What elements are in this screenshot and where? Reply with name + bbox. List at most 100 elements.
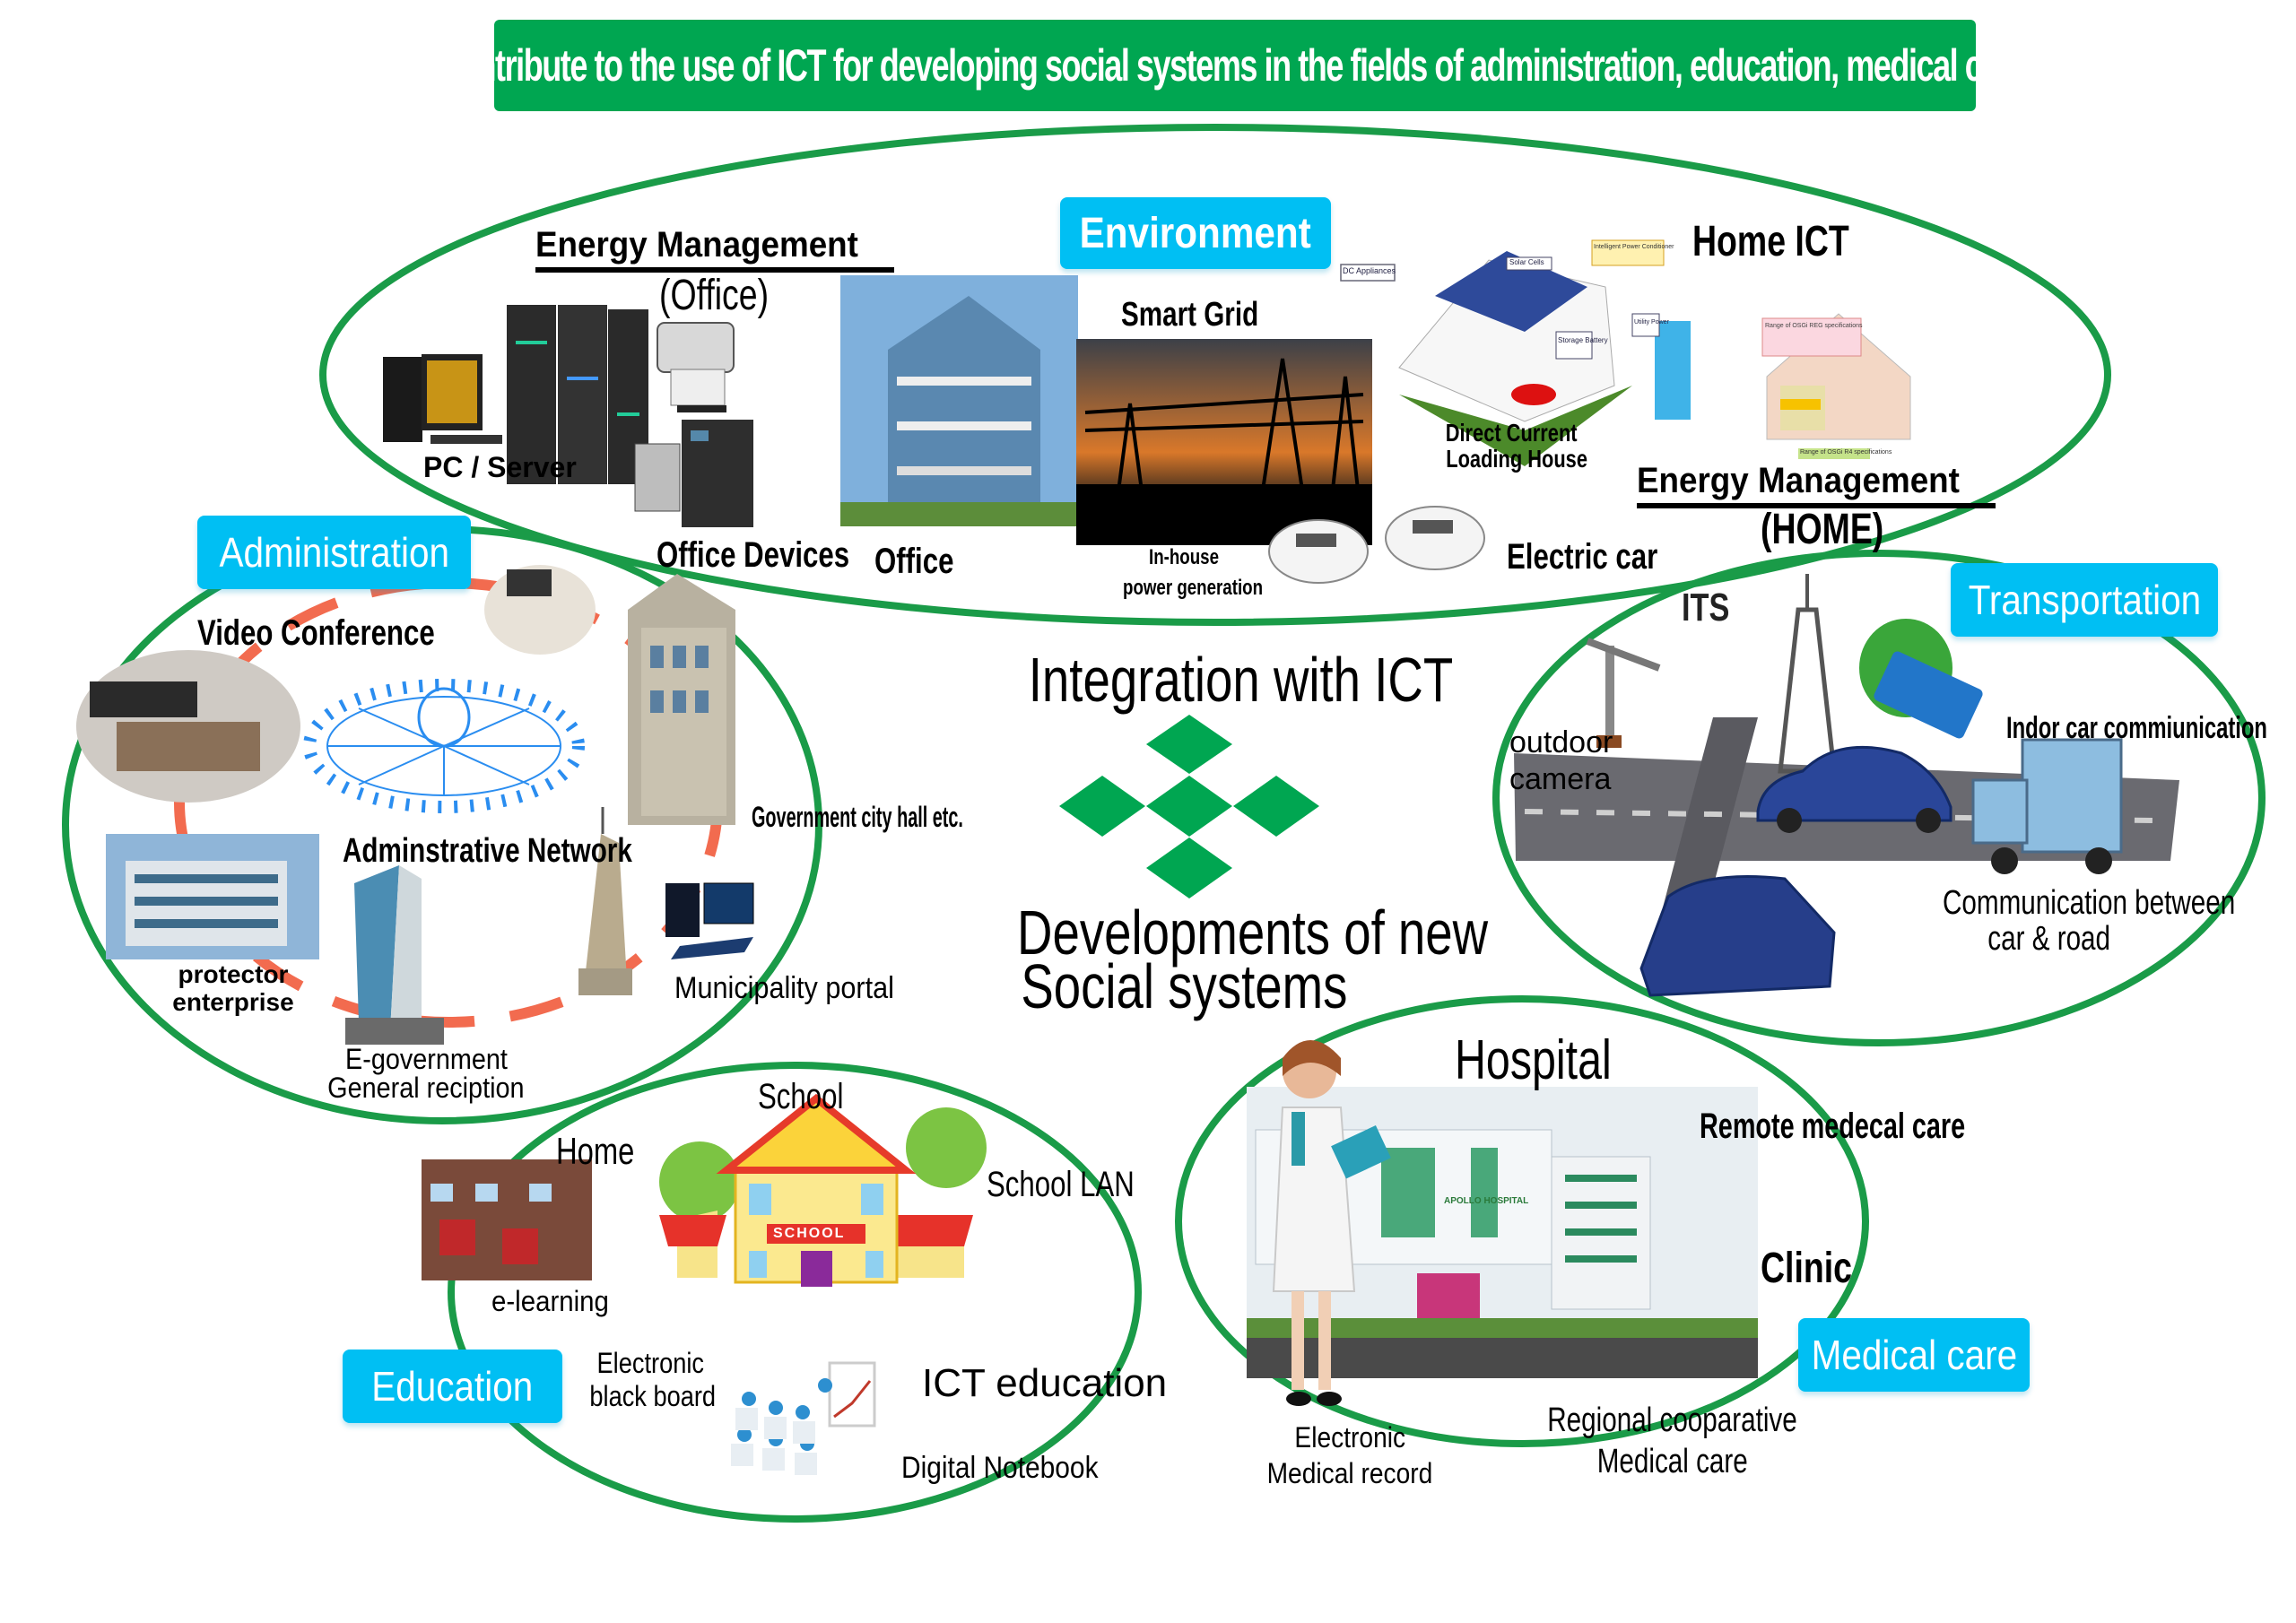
municipality-portal-label: Municipality portal	[674, 972, 918, 1005]
education-badge: Education	[343, 1350, 562, 1423]
diamond-left	[1059, 776, 1145, 837]
hospital-label: Hospital	[1455, 1031, 1656, 1089]
emr-label: Electronic Medical record	[1238, 1419, 1462, 1491]
title-banner: Contribute to the use of ICT for develop…	[494, 20, 1976, 111]
inhouse-line2: power generation	[1123, 575, 1264, 600]
regional-line1: Regional cooparative	[1547, 1402, 1798, 1439]
pc-server-label: PC / Server	[423, 451, 577, 483]
remote-medical-label: Remote medecal care	[1700, 1107, 2068, 1145]
medical-ellipse	[1175, 995, 1869, 1447]
copier-icon	[634, 420, 753, 527]
protector-line1: protector	[178, 960, 289, 988]
office-devices-text: Office Devices	[657, 535, 850, 575]
integration-heading: Integration with ICT	[969, 647, 1453, 714]
school-lan-label: School LAN	[987, 1166, 1176, 1203]
emr-line2: Medical record	[1266, 1457, 1433, 1489]
egov-line2: General reciption	[327, 1072, 525, 1104]
printer-icon	[657, 322, 735, 412]
diamond-center	[1146, 776, 1232, 837]
home-ict-text: Home ICT	[1692, 218, 1849, 265]
its-road-illustration	[1514, 574, 2179, 997]
title-banner-text: Contribute to the use of ICT for develop…	[494, 40, 1976, 91]
car-road-line2: car & road	[1987, 919, 2111, 958]
dc-house-diagram	[1340, 239, 1665, 466]
egov-label: E-government General reciption	[305, 1045, 547, 1102]
energy-mgmt-home-title-text: Energy Management	[1637, 461, 1960, 500]
integration-heading-text: Integration with ICT	[1028, 645, 1454, 715]
office-building-photo	[840, 275, 1078, 526]
network-globe-icon	[303, 679, 585, 813]
energy-mgmt-office-sub-text: (Office)	[659, 272, 770, 319]
egovernment-tower-icon	[345, 865, 444, 1045]
elearning-text: e-learning	[491, 1285, 609, 1317]
eboard-line1: Electronic	[596, 1347, 704, 1379]
server-rack-icon	[507, 305, 648, 484]
inhouse-line1: In-house	[1149, 545, 1219, 569]
electric-car-icon	[1268, 506, 1485, 584]
developments-heading: Developments of new Social systems	[951, 901, 1488, 1022]
energy-mgmt-office-title: Energy Management	[535, 226, 894, 273]
video-conference-text: Video Conference	[197, 613, 435, 653]
energy-mgmt-home-sub: (HOME)	[1761, 506, 1918, 553]
protector-line2: enterprise	[172, 987, 294, 1016]
elearning-label: e-learning	[491, 1285, 619, 1317]
outdoor-camera-label: outdoor camera	[1509, 725, 1613, 798]
ict-education-label: ICT education	[922, 1361, 1168, 1405]
transportation-ellipse	[1492, 550, 2266, 1046]
dc-house-line1: Direct Current	[1445, 419, 1578, 447]
administration-badge: Administration	[197, 516, 471, 589]
city-hall-label: Government city hall etc.	[752, 801, 1093, 833]
electronic-blackboard-label: Electronic black board	[578, 1347, 722, 1413]
energy-mgmt-office-sub: (Office)	[659, 273, 799, 318]
home-label: Home	[556, 1131, 657, 1171]
pc-computer-icon	[383, 354, 502, 444]
indoor-car-comm-label: Indor car commiunication	[2006, 711, 2296, 745]
diamond-cluster-icon	[1059, 715, 1319, 898]
smart-grid-text: Smart Grid	[1121, 296, 1259, 334]
its-text: ITS	[1682, 586, 1730, 629]
remote-medical-text: Remote medecal care	[1700, 1107, 1966, 1146]
osgi-reg-spec-tag: Range of OSGi REG specifications	[1765, 323, 1863, 329]
office-devices-label: Office Devices	[657, 536, 904, 574]
video-conference-label: Video Conference	[197, 614, 501, 652]
developments-line1: Developments of new	[1017, 898, 1489, 968]
environment-badge-label: Environment	[1079, 209, 1312, 257]
developments-line2: Social systems	[1020, 951, 1348, 1022]
energy-mgmt-home-title: Energy Management	[1637, 462, 1996, 508]
administration-badge-label: Administration	[219, 529, 449, 576]
school-text: School	[758, 1077, 844, 1116]
eboard-line2: black board	[589, 1379, 717, 1412]
education-ellipse	[448, 1062, 1142, 1523]
electric-car-label: Electric car	[1507, 538, 1700, 576]
hospital-text: Hospital	[1455, 1029, 1612, 1091]
utility-power-tag: Utility Power	[1634, 319, 1669, 325]
regional-care-label: Regional cooparative Medical care	[1507, 1401, 1839, 1482]
energy-mgmt-home-sub-text: (HOME)	[1761, 506, 1884, 553]
digital-notebook-text: Digital Notebook	[901, 1451, 1099, 1485]
transportation-badge: Transportation	[1951, 563, 2218, 637]
city-hall-building-icon	[628, 574, 735, 825]
storage-battery-tag: Storage Battery	[1558, 336, 1608, 344]
home-ict-label: Home ICT	[1692, 218, 1893, 265]
smart-grid-label: Smart Grid	[1121, 296, 1297, 334]
solar-cells-tag: Solar Cells	[1509, 258, 1544, 266]
environment-badge: Environment	[1060, 197, 1331, 269]
outdoor-line2: camera	[1509, 761, 1612, 796]
diamond-right	[1233, 776, 1319, 837]
clinic-text: Clinic	[1761, 1245, 1852, 1292]
environment-ellipse	[319, 124, 2111, 626]
osgi-r4-spec-tag: Range of OSGi R4 specifications	[1800, 449, 1892, 456]
transportation-badge-label: Transportation	[1968, 577, 2201, 623]
diamond-bottom	[1146, 838, 1232, 898]
car-road-comm-label: Communication between car & road	[1901, 885, 2235, 958]
city-hall-text: Government city hall etc.	[752, 801, 963, 833]
its-label: ITS	[1682, 586, 1743, 629]
dc-house-line2: Loading House	[1446, 445, 1587, 473]
protector-enterprise-label: protector enterprise	[144, 960, 323, 1017]
smart-grid-photo	[1076, 339, 1372, 545]
regional-line2: Medical care	[1596, 1442, 1749, 1480]
egov-line1: E-government	[344, 1043, 508, 1075]
hospital-sign: APOLLO HOSPITAL	[1444, 1196, 1529, 1206]
indoor-car-comm-text: Indor car commiunication	[2006, 711, 2267, 745]
